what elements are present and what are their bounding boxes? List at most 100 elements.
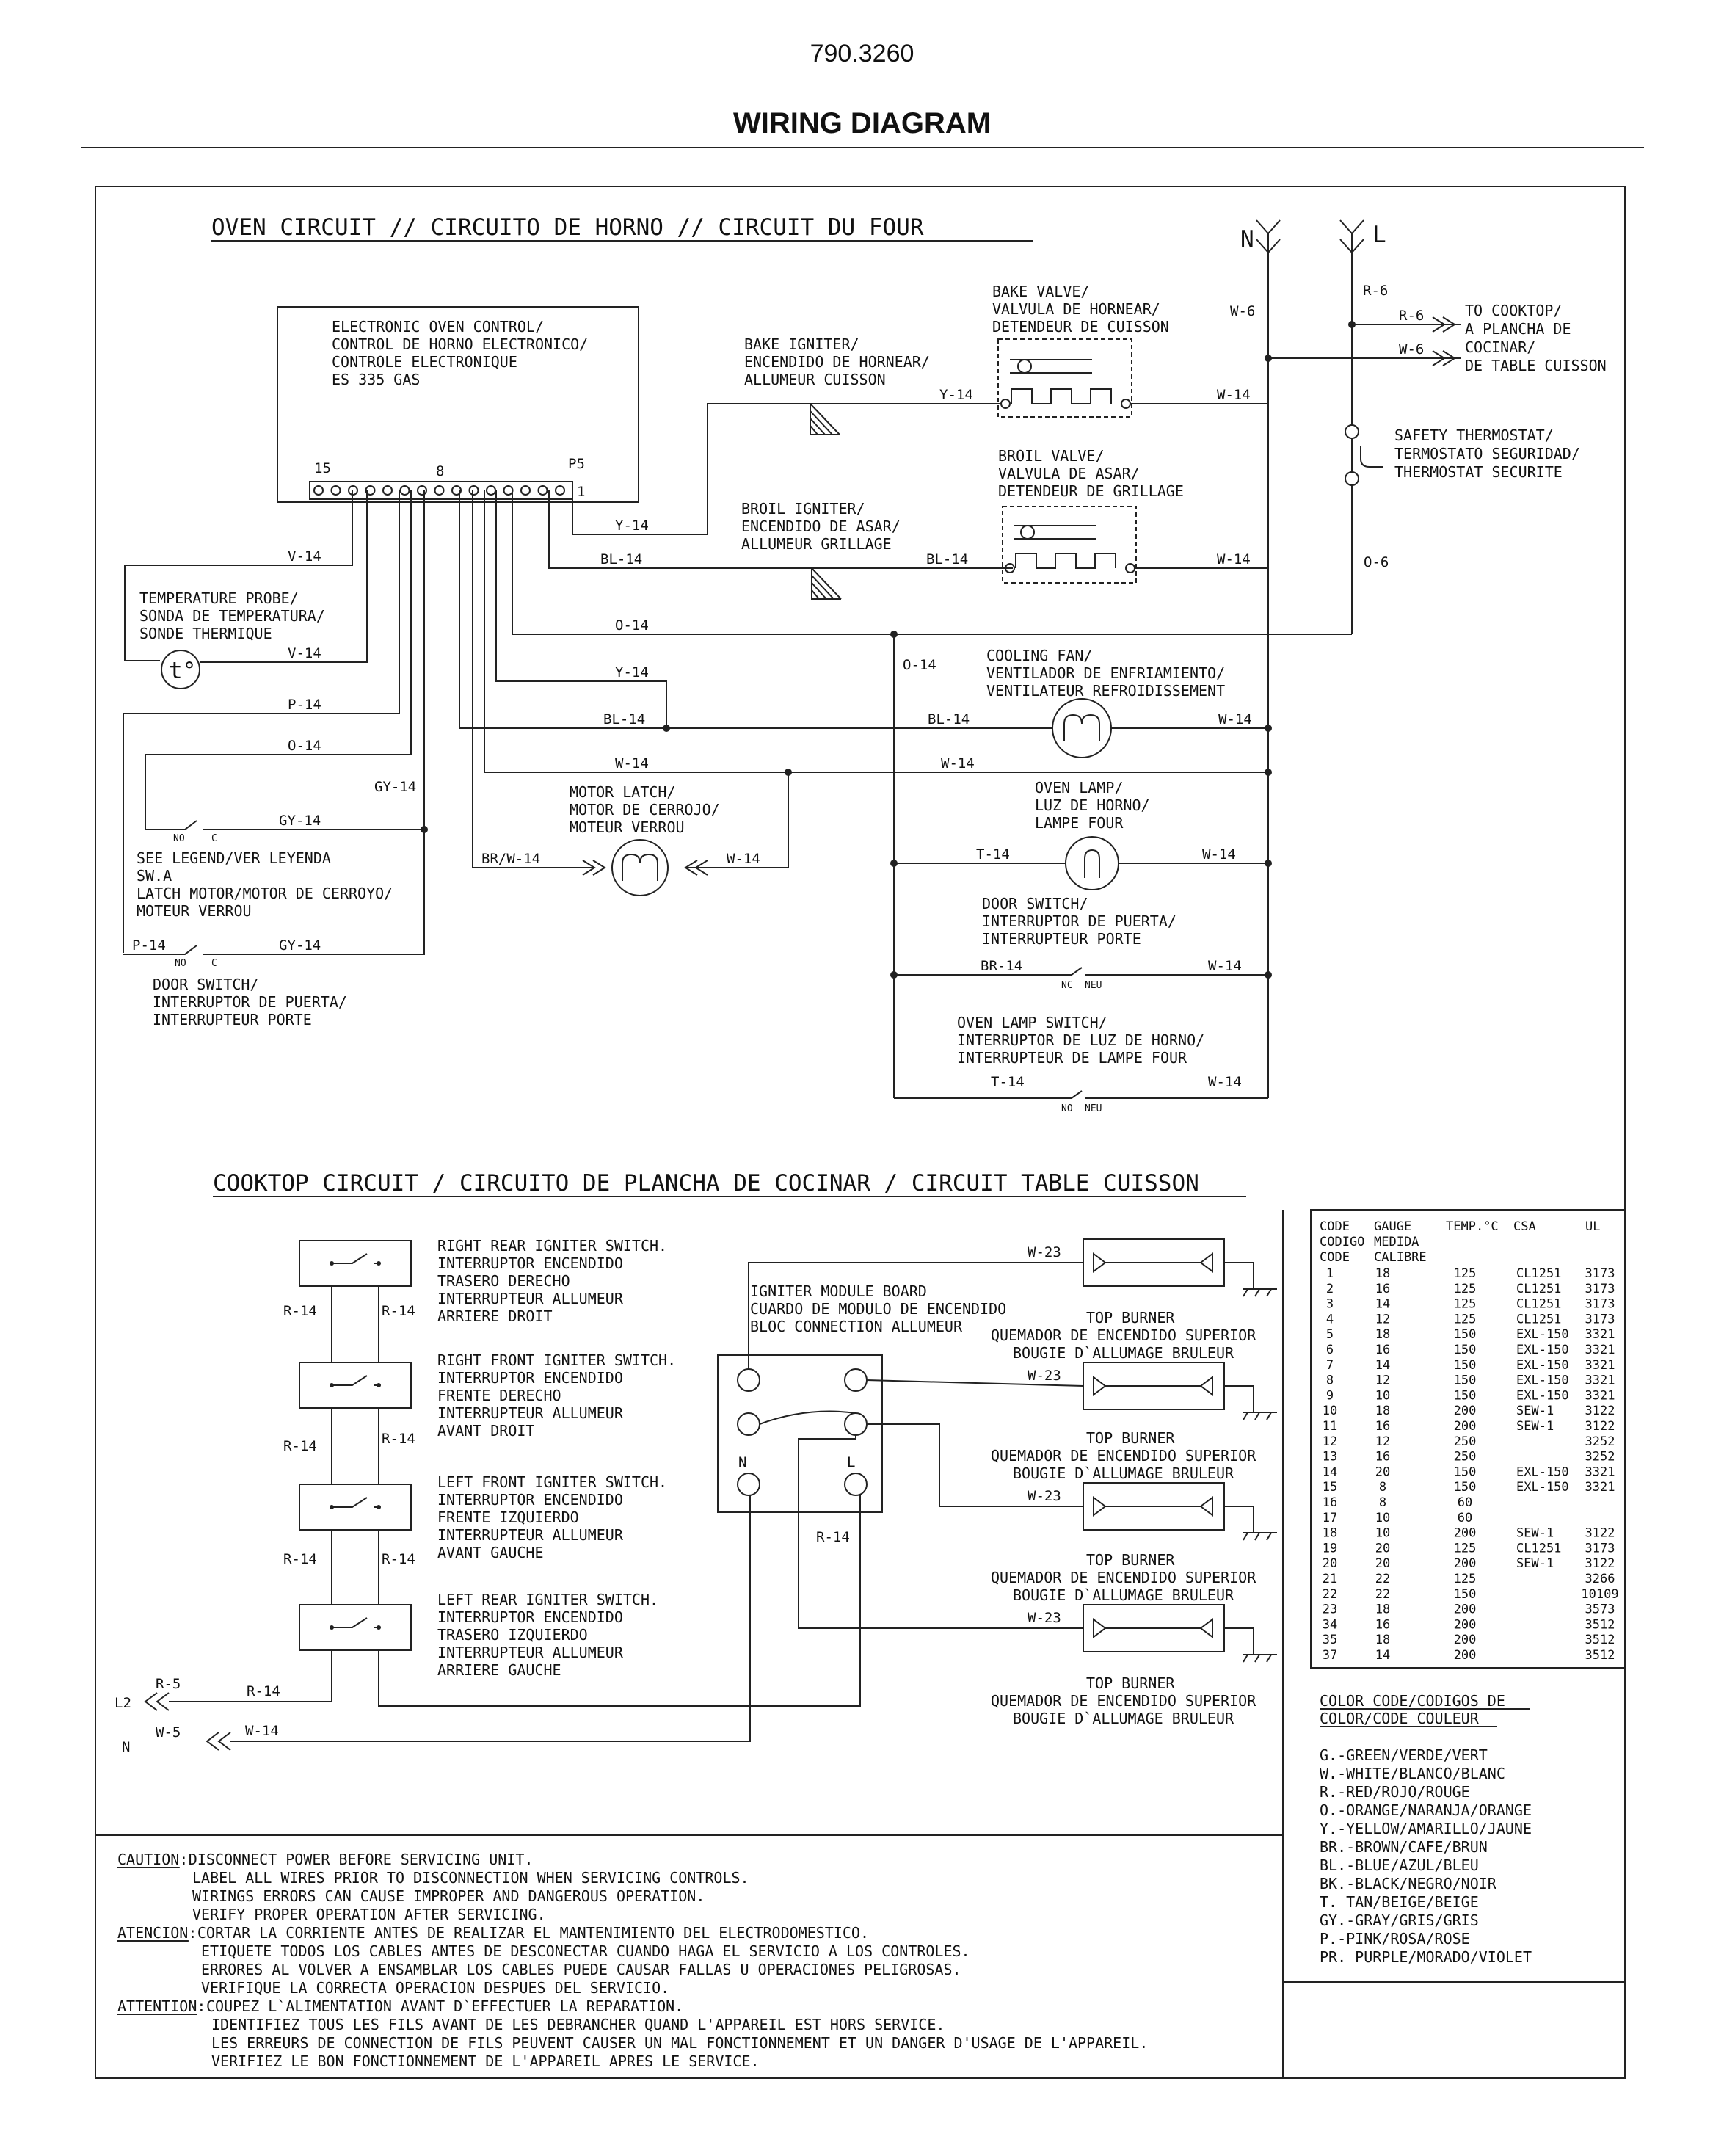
gauge-table-cell: CL1251 — [1516, 1282, 1561, 1296]
junction-dot — [890, 860, 898, 867]
gauge-table-header: CODE — [1320, 1250, 1350, 1265]
gauge-table-cell: 150 — [1454, 1480, 1477, 1495]
wire-label-y14-mid: Y-14 — [615, 664, 649, 680]
gauge-table-cell: 150 — [1454, 1358, 1477, 1373]
switch-label: LEFT REAR IGNITER SWITCH. — [437, 1591, 658, 1608]
door-switch-right-label: DOOR SWITCH/ — [982, 895, 1088, 912]
burner-label: BOUGIE D`ALLUMAGE BRULEUR — [1013, 1464, 1234, 1482]
ground-icon — [1224, 1627, 1277, 1663]
safety-thermostat-label: TERMOSTATO SEGURIDAD/ — [1394, 445, 1580, 462]
latch-switch-icon — [173, 820, 213, 830]
color-code-list: G.-GREEN/VERDE/VERTW.-WHITE/BLANCO/BLANC… — [1320, 1746, 1532, 1966]
n-label: N — [122, 1739, 130, 1755]
junction-dot — [1265, 355, 1272, 362]
gauge-table-cell: 200 — [1454, 1648, 1477, 1663]
wire-label-w5: W-5 — [156, 1724, 181, 1741]
safety-thermostat-label: THERMOSTAT SECURITE — [1394, 463, 1563, 481]
legend-note: MOTEUR VERROU — [137, 902, 252, 920]
legend-note: SW.A — [137, 867, 172, 885]
gauge-table-cell: 16 — [1375, 1617, 1390, 1632]
caution-line: LES ERREURS DE CONNECTION DE FILS PEUVEN… — [211, 2034, 1148, 2052]
module-n-label: N — [738, 1454, 746, 1470]
gauge-table-cell: 3321 — [1585, 1373, 1615, 1388]
gauge-table-cell: 14 — [1375, 1358, 1390, 1373]
neutral-wire — [230, 1495, 751, 1742]
gauge-table-cell: 200 — [1454, 1419, 1477, 1434]
legend-note: LATCH MOTOR/MOTOR DE CERROYO/ — [137, 885, 393, 902]
wire-label-v14-top: V-14 — [288, 548, 321, 565]
bake-valve-waveform — [1011, 388, 1112, 404]
connector-pin — [520, 485, 531, 496]
burner-1-lead — [748, 1262, 1083, 1369]
gauge-table-cell: EXL-150 — [1516, 1358, 1569, 1373]
wire-label-w23: W-23 — [1028, 1244, 1061, 1260]
broil-valve-label: DETENDEUR DE GRILLAGE — [998, 482, 1184, 500]
gauge-table-cell: CL1251 — [1516, 1297, 1561, 1312]
electronic-oven-control — [277, 306, 639, 503]
gauge-table-cell: 125 — [1454, 1541, 1477, 1556]
gauge-table-cell: 150 — [1454, 1343, 1477, 1357]
caution-line: VERIFIQUE LA CORRECTA OPERACION DESPUES … — [201, 1979, 669, 1997]
caution-line: VERIFIEZ LE BON FONCTIONNEMENT DE L'APPA… — [211, 2052, 760, 2070]
switch-common-return — [378, 1495, 861, 1707]
caution-line: ERRORES AL VOLVER A ENSAMBLAR LOS CABLES… — [201, 1961, 961, 1978]
v14-probe-wire — [200, 490, 368, 663]
connector-pin — [503, 485, 514, 496]
igniter-switch — [299, 1604, 412, 1651]
burner-label: QUEMADOR DE ENCENDIDO SUPERIOR — [991, 1569, 1256, 1586]
gauge-table-cell: 3321 — [1585, 1464, 1615, 1479]
gauge-table-cell: EXL-150 — [1516, 1480, 1569, 1495]
door-switch-neu-label: NEU — [1085, 980, 1102, 991]
gauge-table-cell: 250 — [1454, 1450, 1477, 1464]
broil-igniter-label: ENCENDIDO DE ASAR/ — [741, 518, 901, 535]
gauge-table-cell: 7 — [1326, 1358, 1334, 1373]
gauge-table-cell: 12 — [1375, 1373, 1390, 1388]
wire-label-o14-left: O-14 — [288, 738, 321, 754]
cooling-fan-label: VENTILADOR DE ENFRIAMIENTO/ — [986, 664, 1225, 682]
door-switch-left-label: DOOR SWITCH/ — [153, 976, 259, 993]
to-cooktop-label: TO COOKTOP/ — [1465, 302, 1562, 319]
temp-probe-label: SONDE THERMIQUE — [139, 625, 272, 642]
gauge-table-cell: 12 — [1375, 1434, 1390, 1449]
gauge-table-cell: EXL-150 — [1516, 1464, 1569, 1479]
gauge-table-cell: 21 — [1323, 1572, 1337, 1586]
bake-valve-label: BAKE VALVE/ — [992, 283, 1089, 300]
wire-label-gy14-sw: GY-14 — [279, 813, 321, 829]
w14-mid-wire — [484, 490, 1268, 773]
gauge-table-cell: 3173 — [1585, 1282, 1615, 1296]
gauge-table-cell: SEW-1 — [1516, 1419, 1554, 1434]
control-label: ELECTRONIC OVEN CONTROL/ — [332, 318, 544, 335]
fan-y14-wire — [495, 490, 667, 728]
control-label: CONTROLE ELECTRONIQUE — [332, 353, 517, 371]
switch-label: AVANT GAUCHE — [437, 1544, 544, 1561]
temp-probe-label: SONDA DE TEMPERATURA/ — [139, 607, 325, 625]
wire-label-y14-ctrl: Y-14 — [615, 518, 649, 534]
wire-label-r14: R-14 — [382, 1431, 415, 1447]
connector-pin — [451, 485, 462, 496]
gauge-table-cell: 18 — [1375, 1327, 1390, 1342]
burner-label: TOP BURNER — [1086, 1551, 1175, 1569]
burner-label: TOP BURNER — [1086, 1309, 1175, 1326]
burner-3-lead — [759, 1410, 1083, 1507]
wire-label-w14-broil: W-14 — [1217, 551, 1251, 567]
wire-label-y14-bake: Y-14 — [939, 387, 973, 403]
gauge-table-cell: 200 — [1454, 1617, 1477, 1632]
door-switch-right-icon — [1061, 967, 1095, 976]
switch-label: INTERRUPTOR ENCENDIDO — [437, 1608, 623, 1626]
gauge-table-cell: 23 — [1323, 1603, 1337, 1617]
gauge-table-header: MEDIDA — [1374, 1235, 1419, 1249]
gauge-table-cell: 20 — [1375, 1556, 1390, 1571]
bake-igniter-label: ALLUMEUR CUISSON — [744, 371, 886, 388]
wire-label-r6: R-6 — [1363, 283, 1388, 299]
gauge-table-cell: 15 — [1323, 1480, 1337, 1495]
wire-label-brw14: BR/W-14 — [481, 851, 540, 867]
bake-valve-terminal — [1121, 399, 1131, 409]
gauge-table-cell: 20 — [1375, 1541, 1390, 1556]
gauge-table-frame — [1310, 1209, 1626, 1669]
gauge-table-cell: 3321 — [1585, 1327, 1615, 1342]
gauge-table-cell: EXL-150 — [1516, 1327, 1569, 1342]
gauge-table-cell: 3512 — [1585, 1633, 1615, 1647]
gauge-table-cell: EXL-150 — [1516, 1343, 1569, 1357]
motor-latch-icon — [611, 839, 669, 896]
wire-label-o14-branch: O-14 — [903, 657, 936, 673]
